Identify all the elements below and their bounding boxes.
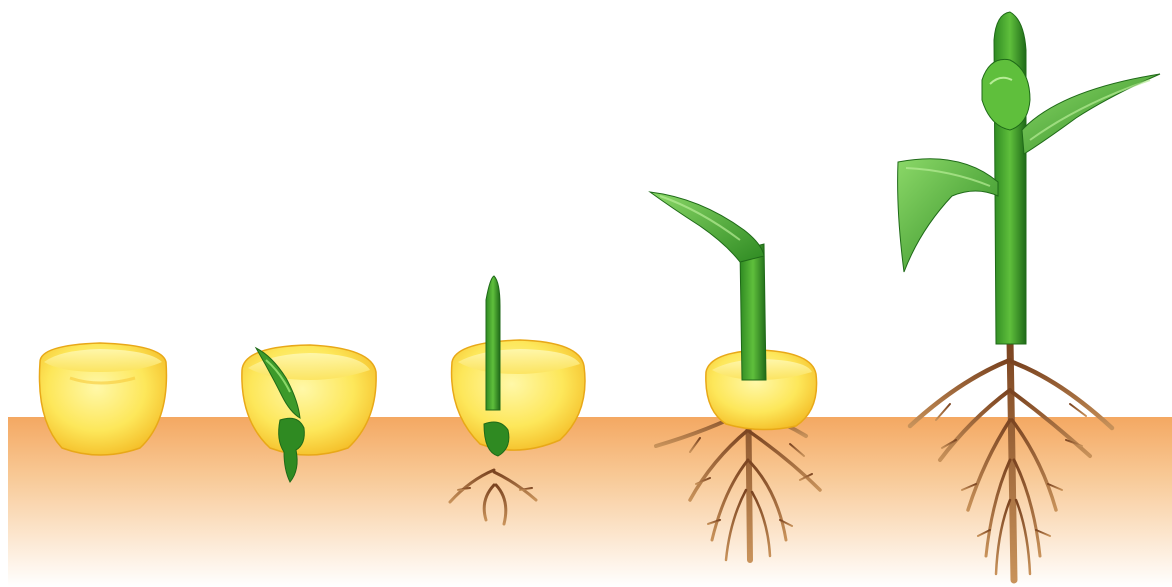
stage-1-seed <box>39 343 166 455</box>
